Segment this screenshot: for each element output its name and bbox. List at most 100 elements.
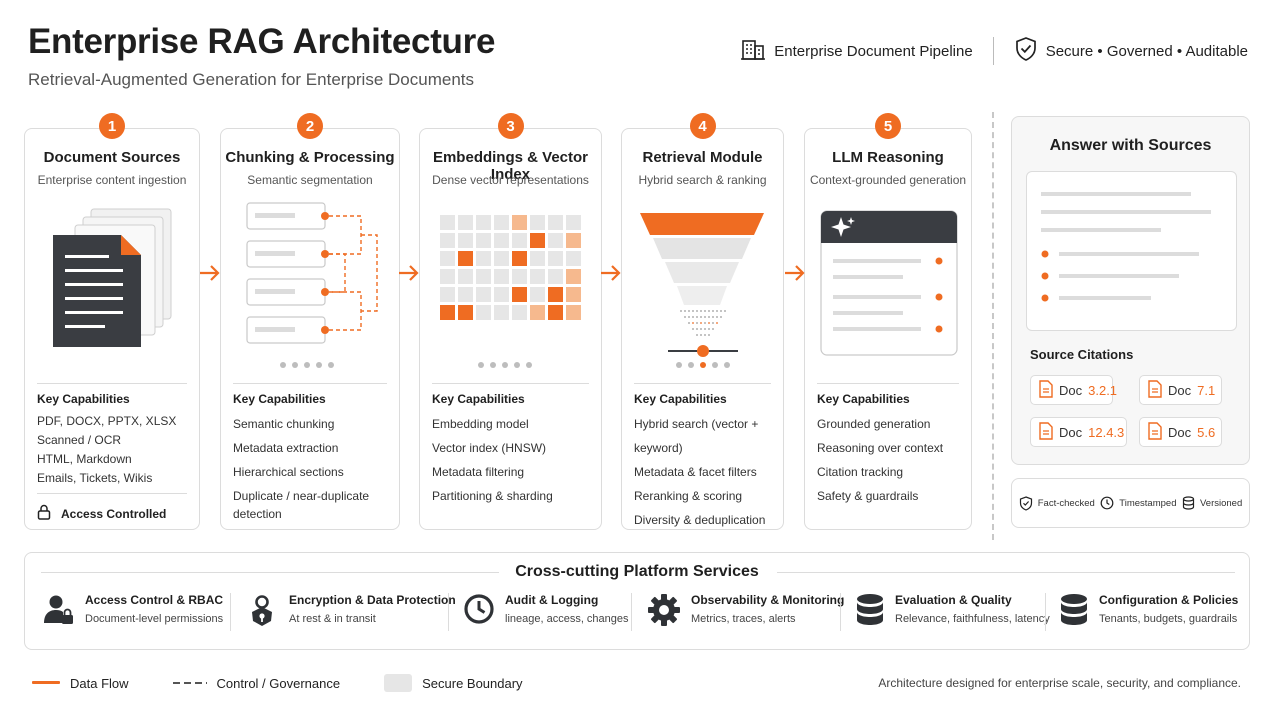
chunks-illustration	[221, 197, 399, 385]
capabilities-heading: Key Capabilities	[432, 392, 525, 406]
citation-ref: 7.1	[1197, 382, 1216, 398]
vector-cell	[494, 305, 509, 320]
filter-particle	[692, 322, 694, 324]
legend-label: Control / Governance	[216, 675, 341, 691]
answer-badges: Fact-checked Timestamped Versioned	[1011, 478, 1250, 528]
documents-illustration	[25, 197, 199, 385]
database-icon	[857, 594, 883, 625]
citation-chip[interactable]: Doc 7.1	[1139, 375, 1222, 405]
sparkle-icon	[831, 217, 855, 237]
llm-window-illustration	[805, 197, 971, 385]
title-rule	[777, 572, 1235, 573]
vector-cell	[440, 305, 455, 320]
source-citations-title: Source Citations	[1030, 347, 1134, 362]
service-divider	[840, 593, 841, 631]
citation-prefix: Doc	[1059, 382, 1083, 398]
building-icon	[740, 36, 766, 66]
capability-item: Embedding model	[432, 417, 529, 431]
filter-particle	[700, 310, 702, 312]
document-icon	[1148, 421, 1162, 443]
vector-cell	[530, 287, 545, 302]
legend-data-flow: Data Flow	[32, 676, 129, 691]
funnel-illustration	[622, 197, 783, 385]
capabilities-heading: Key Capabilities	[233, 392, 326, 406]
capability-item: Vector index (HNSW)	[432, 441, 547, 455]
stage-subtitle: Enterprise content ingestion	[37, 173, 187, 187]
badge-label: Timestamped	[1119, 497, 1177, 509]
service-desc: Tenants, budgets, guardrails	[1099, 613, 1238, 625]
header-divider	[992, 37, 994, 65]
capability-item: Duplicate / near-duplicate detection	[233, 489, 370, 521]
vector-cell	[530, 215, 545, 230]
filter-particle	[708, 316, 710, 318]
vector-cell	[494, 233, 509, 248]
service-title: Encryption & Data Protection	[289, 593, 456, 607]
vector-cell	[476, 233, 491, 248]
service-desc: At rest & in transit	[289, 613, 376, 625]
footnote: Architecture designed for enterprise sca…	[878, 676, 1241, 690]
filter-particle	[684, 310, 686, 312]
filter-particle	[704, 310, 706, 312]
vector-cell	[440, 251, 455, 266]
capabilities-heading: Key Capabilities	[634, 392, 727, 406]
badge-label: Versioned	[1199, 497, 1243, 509]
citation-chip[interactable]: Doc 3.2.1	[1030, 375, 1117, 405]
capability-item: Semantic chunking	[233, 417, 335, 431]
badge-label: Fact-checked	[1037, 497, 1095, 509]
filter-particle	[700, 328, 702, 330]
citation-chip[interactable]: Doc 5.6	[1139, 417, 1222, 447]
answer-panel: Answer with Sources Source Citations Doc…	[1011, 116, 1250, 465]
capabilities-heading: Key Capabilities	[37, 392, 130, 406]
service-title: Configuration & Policies	[1099, 593, 1239, 607]
stage-title: Document Sources	[43, 149, 181, 166]
vector-cell	[458, 269, 473, 284]
vector-cell	[458, 287, 473, 302]
filter-particle	[684, 316, 686, 318]
platform-title: Cross-cutting Platform Services	[515, 563, 759, 580]
vector-cell	[566, 305, 581, 320]
stage-number: 1	[99, 113, 125, 139]
legend-label: Data Flow	[70, 675, 129, 691]
pipeline-label-group: Enterprise Document Pipeline	[740, 36, 973, 66]
document-icon	[1039, 379, 1053, 401]
citation-prefix: Doc	[1059, 424, 1083, 440]
filter-particle	[708, 334, 710, 336]
database-icon	[1061, 594, 1087, 625]
citation-chip[interactable]: Doc 12.4.3	[1030, 417, 1127, 447]
filter-particle	[692, 328, 694, 330]
filter-particle	[700, 316, 702, 318]
capability-item: Reasoning over context	[817, 441, 944, 455]
vector-cell	[476, 215, 491, 230]
capability-item: Citation tracking	[817, 465, 904, 479]
filter-particle	[696, 334, 698, 336]
vector-cell	[458, 251, 473, 266]
service-divider	[1045, 593, 1046, 631]
vector-cell	[548, 233, 563, 248]
stage-chunking: 2 Chunking & Processing Semantic segment…	[220, 113, 400, 530]
vector-cell	[566, 233, 581, 248]
vector-cell	[548, 287, 563, 302]
service-desc: Metrics, traces, alerts	[691, 613, 796, 625]
legend: Data Flow Control / Governance Secure Bo…	[32, 674, 567, 692]
service-title: Observability & Monitoring	[691, 593, 845, 607]
vector-cell	[512, 215, 527, 230]
stage-retrieval: 4 Retrieval Module Hybrid search & ranki…	[621, 113, 784, 532]
service-desc: Relevance, faithfulness, latency	[895, 613, 1050, 625]
filter-particle	[708, 322, 710, 324]
security-label-group: Secure • Governed • Auditable	[1014, 36, 1248, 66]
vector-cell	[566, 287, 581, 302]
service-divider	[631, 593, 632, 631]
filter-particle	[692, 316, 694, 318]
answer-title: Answer with Sources	[1049, 137, 1212, 154]
capability-item: Safety & guardrails	[817, 489, 919, 503]
capabilities-list: Key Capabilities Hybrid search (vector +…	[634, 383, 771, 532]
vector-cell	[512, 233, 527, 248]
capabilities-list: Key Capabilities Embedding model Vector …	[432, 383, 589, 508]
platform-services: Cross-cutting Platform Services Access C…	[24, 552, 1250, 650]
vector-cell	[476, 305, 491, 320]
service-divider	[230, 593, 231, 631]
vector-cell	[566, 251, 581, 266]
